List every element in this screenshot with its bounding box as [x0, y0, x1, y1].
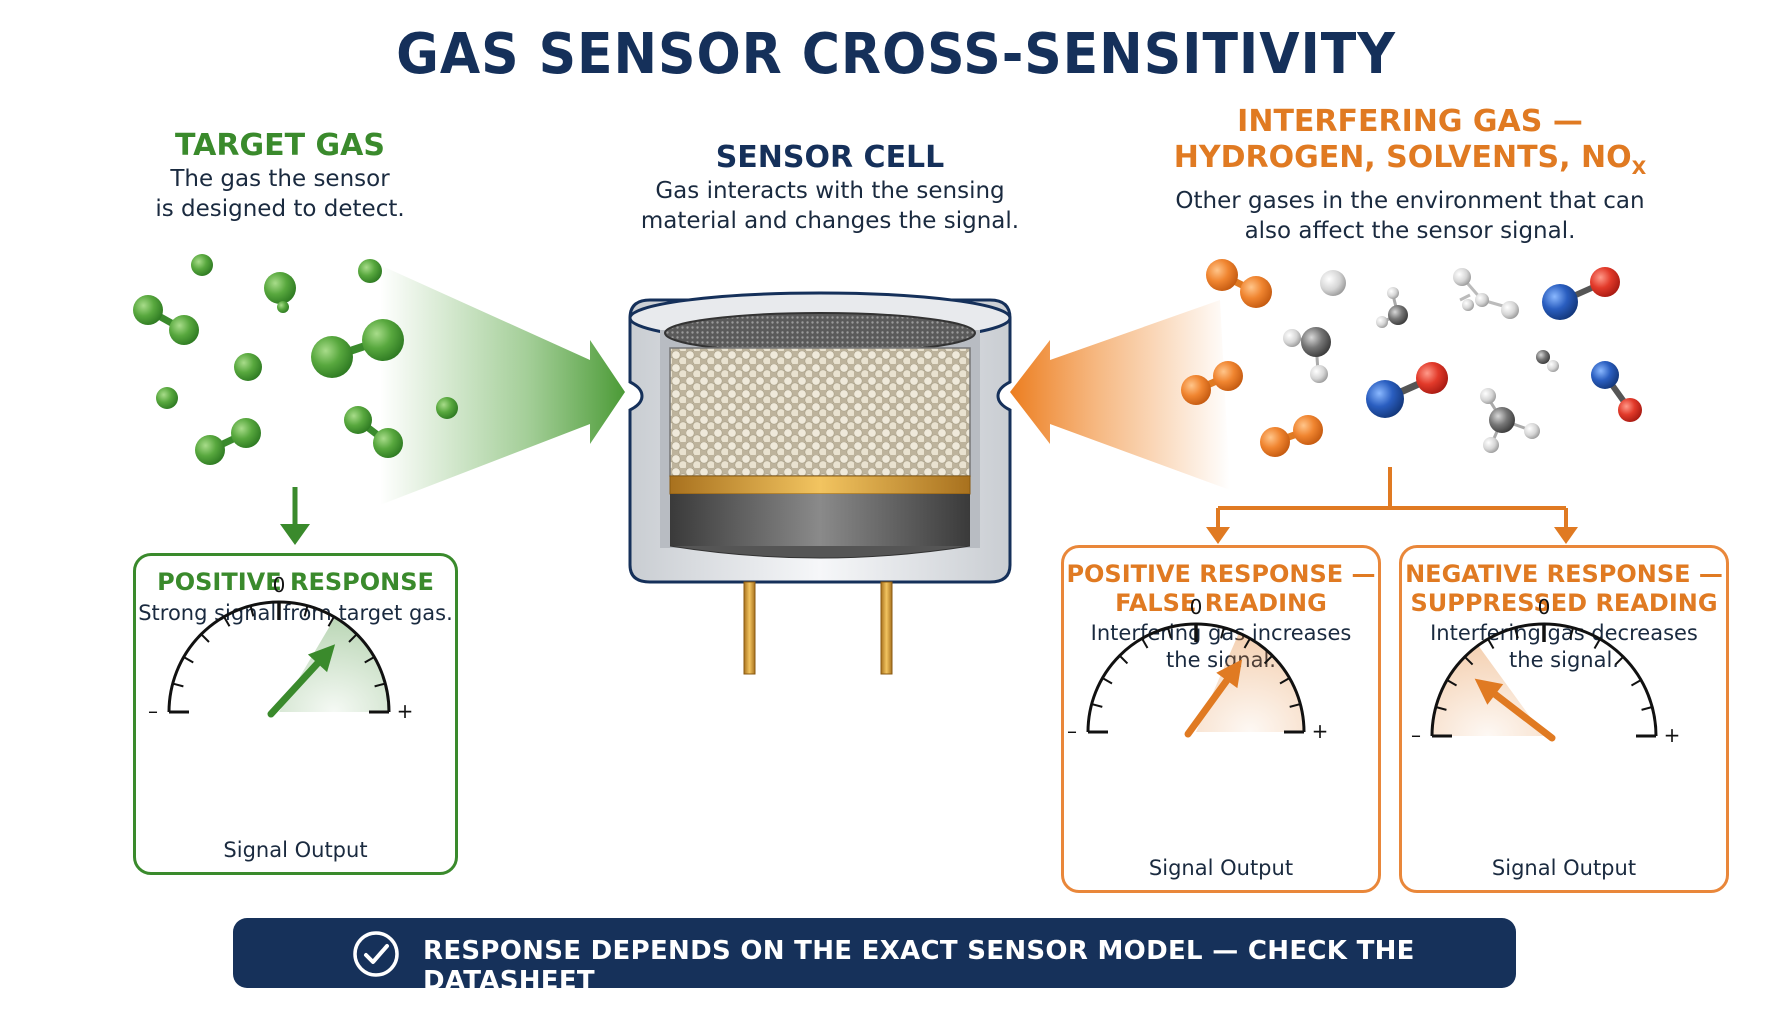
gauge-plus-label: +	[1664, 723, 1681, 747]
target-gas-flow-arrow	[380, 265, 625, 505]
interfering-gas-heading-1: INTERFERING GAS —	[1237, 104, 1583, 139]
gauge-suppressed-dial: 0 – +	[1411, 595, 1680, 747]
gauge-tick	[1435, 706, 1447, 711]
gauge-tick	[249, 605, 255, 617]
gauge-needle-head	[1216, 659, 1243, 689]
gauge-tick	[1641, 706, 1653, 711]
gauge-tick	[303, 605, 309, 617]
gauge-suppressed-label: Signal Output	[1491, 856, 1637, 880]
gauge-suppressed-title-1: NEGATIVE RESPONSE —	[1405, 560, 1723, 588]
gauge-tick	[200, 633, 210, 643]
sensor-cell-illustration	[628, 291, 1012, 675]
gauge-tick	[1569, 627, 1574, 639]
gauge-minus-label: –	[1067, 719, 1077, 743]
interfering-gas-heading-2-main: HYDROGEN, SOLVENTS, NO	[1173, 140, 1632, 175]
gauge-tick	[1289, 703, 1301, 708]
target-gas-line-1: The gas the sensor	[170, 166, 390, 192]
target-gas-line-2: is designed to detect.	[155, 196, 405, 222]
interfering-gas-molecules	[1181, 259, 1642, 457]
target-down-arrow	[280, 487, 310, 545]
gauge-tick	[327, 616, 335, 627]
branch-arrow-left	[1206, 527, 1230, 544]
gauge-minus-label: –	[148, 699, 158, 723]
gauge-tick	[1167, 627, 1172, 639]
gauge-tick	[1091, 703, 1103, 708]
gauge-tick	[183, 656, 194, 664]
gauge-tick	[1101, 677, 1113, 685]
gauge-panel-false-reading: POSITIVE RESPONSE — FALSE READING Interf…	[1061, 545, 1381, 893]
gauge-minus-label: –	[1411, 723, 1421, 747]
interfering-gas-section: INTERFERING GAS — HYDROGEN, SOLVENTS, NO…	[1170, 104, 1650, 246]
gauge-zero-label: 0	[273, 573, 286, 597]
gauge-false-label: Signal Output	[1148, 856, 1294, 880]
check-circle-icon	[353, 931, 399, 977]
gauge-suppressed-text-2: the signal.	[1509, 648, 1619, 672]
gauge-needle	[1491, 690, 1556, 742]
sensor-cell-line-2: material and changes the signal.	[640, 208, 1020, 234]
gauge-tick	[1487, 638, 1495, 650]
gauge-tick	[172, 682, 184, 688]
gauge-dial-group: 0 – +	[148, 573, 413, 723]
target-gas-section: TARGET GAS The gas the sensor is designe…	[130, 128, 430, 224]
gauge-target-text: Strong signal from target gas.	[138, 601, 453, 625]
gauge-false-title-2: FALSE READING	[1115, 589, 1327, 617]
gauge-needle-head	[1474, 678, 1504, 705]
datasheet-banner: RESPONSE DEPENDS ON THE EXACT SENSOR MOD…	[233, 918, 1516, 996]
gauge-tick	[1220, 627, 1225, 639]
branch-arrow-right	[1554, 527, 1578, 544]
gauge-tick	[223, 616, 231, 627]
gauge-tick	[348, 633, 358, 643]
gauge-dial-group: 0 – +	[1067, 595, 1328, 743]
gauge-tick	[1446, 679, 1458, 687]
sensor-cell-section: SENSOR CELL Gas interacts with the sensi…	[620, 140, 1040, 236]
gauge-target-dial: 0 – +	[148, 573, 413, 723]
gauge-panel-target: POSITIVE RESPONSE Strong signal from tar…	[133, 553, 458, 875]
gauge-zero-label: 0	[1538, 595, 1551, 619]
interfering-gas-flow-arrow	[1010, 300, 1230, 490]
gauge-tick	[1614, 656, 1624, 666]
gauge-shaded-sector	[279, 617, 389, 712]
gauge-false-dial: 0 – +	[1067, 595, 1328, 743]
interfering-gas-line-2: also affect the sensor signal.	[1244, 218, 1576, 244]
gauge-false-text-1: Interfering gas increases	[1090, 621, 1352, 645]
sensor-cell-line-1: Gas interacts with the sensing	[655, 178, 1005, 204]
gauge-tick	[1593, 638, 1601, 650]
gauge-target-label: Signal Output	[223, 838, 368, 862]
gauge-tick	[1514, 627, 1519, 639]
gauge-plus-label: +	[1312, 719, 1329, 743]
gauge-shaded-sector	[1196, 632, 1304, 732]
gauge-tick	[1141, 637, 1149, 649]
gauge-suppressed-title-2: SUPPRESSED READING	[1410, 589, 1718, 617]
gauge-tick	[1464, 656, 1474, 666]
gauge-tick	[1118, 654, 1129, 665]
banner-text: RESPONSE DEPENDS ON THE EXACT SENSOR MOD…	[423, 936, 1415, 996]
gauge-tick	[364, 656, 375, 664]
gauge-needle	[1184, 676, 1231, 738]
gauge-tick	[374, 682, 386, 688]
interfering-gas-heading-2-sub: X	[1631, 157, 1647, 179]
interfering-gas-heading-2: HYDROGEN, SOLVENTS, NOX	[1170, 140, 1650, 186]
gauge-tick	[1263, 654, 1274, 665]
gauge-dial-group: 0 – +	[1411, 595, 1680, 747]
gauge-needle	[267, 659, 322, 718]
gauge-tick	[1279, 677, 1291, 685]
gauge-zero-label: 0	[1190, 595, 1203, 619]
gauge-plus-label: +	[397, 699, 414, 723]
gauge-tick	[1243, 637, 1251, 649]
sensor-cell-heading: SENSOR CELL	[715, 140, 945, 175]
gauge-false-title-1: POSITIVE RESPONSE —	[1066, 560, 1376, 588]
interfering-gas-line-1: Other gases in the environment that can	[1175, 188, 1645, 214]
gauge-needle-head	[307, 644, 336, 673]
gauge-panel-suppressed-reading: NEGATIVE RESPONSE — SUPPRESSED READING I…	[1399, 545, 1729, 893]
gauge-target-title: POSITIVE RESPONSE	[157, 568, 434, 596]
target-gas-heading: TARGET GAS	[175, 128, 385, 163]
page-title: GAS SENSOR CROSS-SENSITIVITY	[396, 22, 1396, 87]
gauge-tick	[1630, 679, 1642, 687]
interfering-branch-connector	[1216, 467, 1568, 530]
target-gas-molecules	[133, 254, 458, 465]
